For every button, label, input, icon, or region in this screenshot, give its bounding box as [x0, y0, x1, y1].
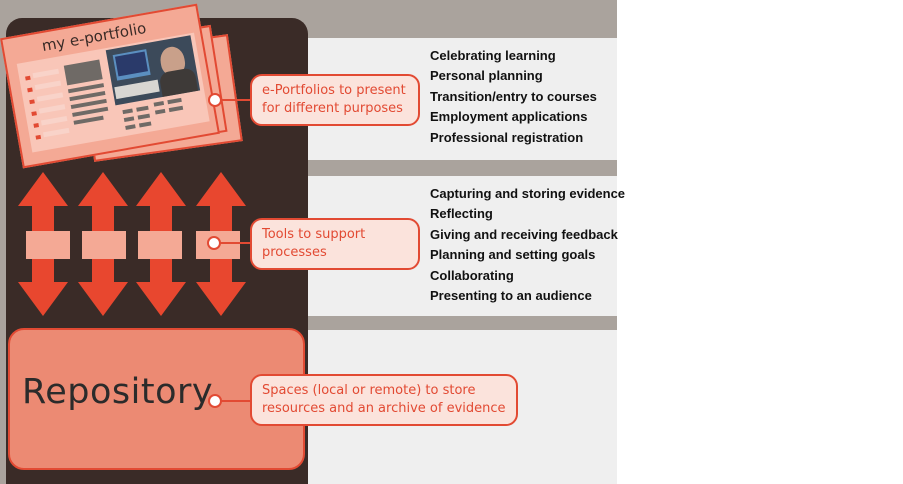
connector-dot	[207, 236, 221, 250]
list-bullet	[35, 134, 42, 140]
callout-repository: Spaces (local or remote) to store resour…	[250, 374, 518, 426]
list-bullet	[33, 123, 40, 128]
list-bullet	[29, 99, 35, 105]
list-bullet	[25, 75, 31, 81]
list-bullet	[27, 87, 33, 93]
connector-line	[221, 99, 251, 101]
connector-dot	[208, 93, 222, 107]
tool-box	[26, 231, 70, 259]
list-item: Giving and receiving feedback	[430, 226, 618, 242]
list-item: Collaborating	[430, 267, 514, 283]
connector-line	[221, 400, 251, 402]
list-item: Capturing and storing evidence	[430, 186, 626, 201]
presentation-purposes-list: Celebrating learning Personal planning T…	[430, 46, 597, 148]
connector-line	[220, 242, 252, 244]
connector-dot	[208, 394, 222, 408]
list-bullet	[31, 111, 37, 116]
repository-label: Repository	[22, 372, 214, 412]
list-item: Presenting to an audience	[430, 288, 592, 304]
list-item: Transition/entry to courses	[430, 88, 597, 104]
process-arrows	[18, 172, 246, 316]
list-item: Reflecting	[430, 206, 493, 222]
list-item: Professional registration	[430, 129, 584, 145]
callout-tools: Tools to support processes	[250, 218, 420, 270]
process-tools-list: Capturing and storing evidence Reflectin…	[430, 184, 625, 306]
tool-box	[138, 231, 182, 259]
callout-presentations: e-Portfolios to present for different pu…	[250, 74, 420, 126]
list-item: Employment applications	[430, 109, 588, 125]
callout-tools-text: Tools to support processes	[262, 227, 366, 260]
list-item: Personal planning	[430, 68, 543, 84]
list-item: Planning and setting goals	[430, 247, 596, 263]
callout-presentations-text: e-Portfolios to present for different pu…	[262, 83, 406, 116]
callout-repository-text: Spaces (local or remote) to store resour…	[262, 383, 506, 416]
list-item: Celebrating learning	[430, 48, 556, 63]
tool-box	[82, 231, 126, 259]
